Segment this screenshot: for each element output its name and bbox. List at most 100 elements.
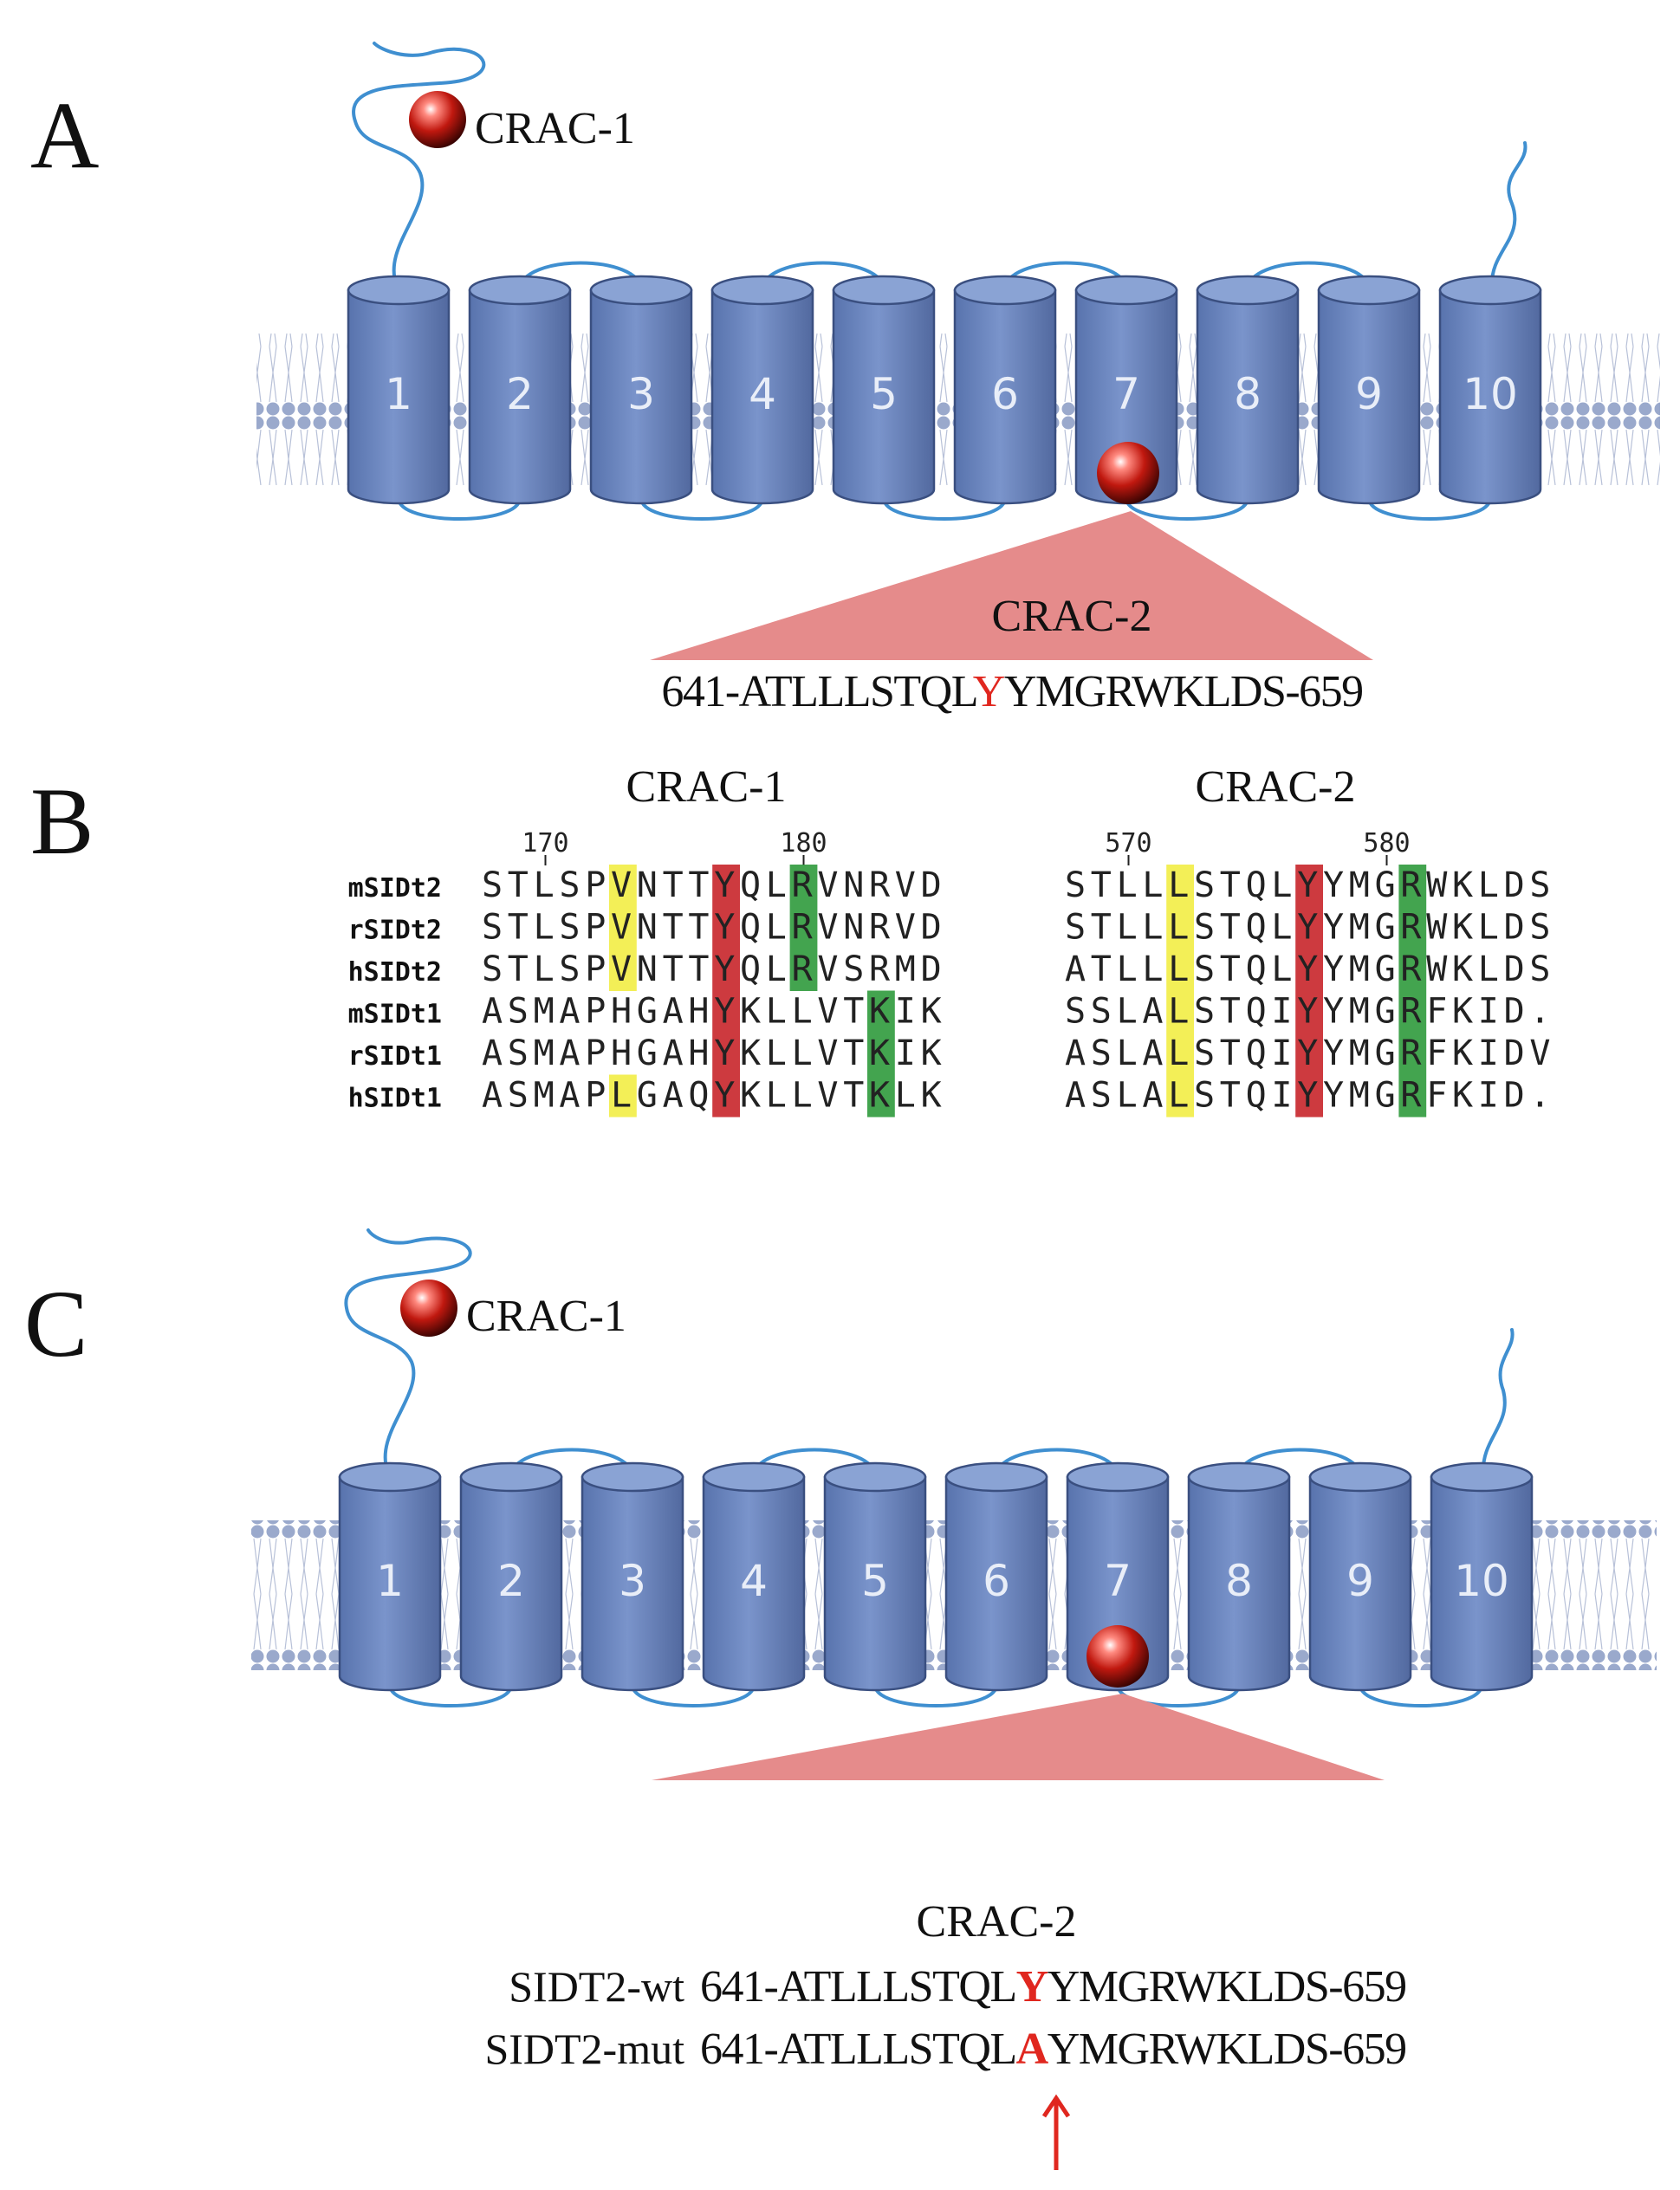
crac2-yellow-col	[1166, 865, 1194, 1118]
panel-a-helix-5: 5	[832, 275, 936, 505]
crac1-yellow-col-h1	[609, 1074, 637, 1118]
panel-a-loop-9	[1367, 496, 1492, 521]
panel-a-loop-7	[1125, 496, 1249, 521]
panel-a-helix-label-3: 3	[627, 369, 655, 419]
crac1-ball-a	[409, 91, 466, 148]
crac2-wedge-a	[650, 511, 1373, 660]
panel-a-helix-2: 2	[468, 275, 572, 505]
panel-a-helix-label-8: 8	[1234, 369, 1262, 419]
species-label: rSIDt2	[348, 916, 442, 946]
species-label: hSIDt2	[348, 957, 442, 988]
wt-label: SIDT2-wt	[509, 1962, 684, 2011]
crac2-tick-580: 580	[1363, 828, 1410, 859]
panel-a-helix-9: 9	[1317, 275, 1421, 505]
crac2-red-col	[1295, 865, 1323, 1118]
crac1-yellow-col	[609, 865, 637, 991]
panel-c-n-terminus	[344, 1228, 472, 1474]
panel-a-helix-label-7: 7	[1112, 369, 1140, 419]
crac1-label-c: CRAC-1	[466, 1292, 626, 1341]
panel-c-loop-5	[873, 1683, 998, 1707]
panel-a-helix-4: 4	[710, 275, 814, 505]
panel-c-helix-2: 2	[459, 1461, 563, 1692]
crac1-tick-180: 180	[780, 828, 827, 859]
species-label: rSIDt1	[348, 1041, 442, 1072]
crac2-label-a: CRAC-2	[992, 592, 1152, 641]
panel-c-helix-label-4: 4	[740, 1556, 768, 1606]
panel-c-helix-label-9: 9	[1346, 1556, 1374, 1606]
crac1-label-a: CRAC-1	[475, 104, 635, 153]
panel-a-helix-label-4: 4	[749, 369, 776, 419]
panel-a-n-terminus	[352, 42, 486, 288]
panel-a-helix-label-6: 6	[991, 369, 1019, 419]
panel-c-helix-label-2: 2	[497, 1556, 525, 1606]
species-label: mSIDt2	[348, 873, 442, 904]
panel-c-helix-7: 7	[1066, 1461, 1170, 1692]
panel-a-helix-label-10: 10	[1463, 369, 1518, 419]
panel-c-helix-label-8: 8	[1225, 1556, 1253, 1606]
panel-a-loop-3	[639, 496, 764, 521]
crac1-red-col	[712, 865, 740, 1118]
mut-sequence: 641-ATLLLSTQLAYMGRWKLDS-659	[700, 2025, 1406, 2074]
panel-c-helix-4: 4	[702, 1461, 806, 1692]
crac1-ball-c	[400, 1280, 457, 1337]
panel-c-helix-5: 5	[823, 1461, 927, 1692]
panel-c-helix-label-5: 5	[861, 1556, 889, 1606]
crac1-green-col	[789, 865, 818, 991]
panel-a-helix-3: 3	[589, 275, 693, 505]
panel-a-helix-label-9: 9	[1355, 369, 1383, 419]
panel-a-loop-5	[882, 496, 1007, 521]
panel-a: A 1 2 3 4 5 6 7 8 9 10 CRAC-1 CRAC-2 641-ATLLLSTQ…	[30, 42, 1660, 716]
crac2-ball-a	[1097, 442, 1159, 504]
crac2-wedge-c	[652, 1694, 1385, 1780]
crac2-green-col	[1398, 865, 1427, 1118]
panel-c-helix-label-7: 7	[1104, 1556, 1132, 1606]
mutation-arrow	[1041, 2094, 1071, 2170]
panel-c-loop-1	[388, 1683, 513, 1707]
panel-c-helix-label-3: 3	[619, 1556, 646, 1606]
panel-letter-a: A	[30, 82, 99, 188]
species-label: mSIDt1	[348, 1000, 442, 1030]
crac1-tick-170: 170	[522, 828, 568, 859]
panel-c-helix-3: 3	[581, 1461, 684, 1692]
panel-a-helix-1: 1	[347, 275, 451, 505]
crac2-ball-c	[1086, 1625, 1149, 1688]
panel-a-helix-6: 6	[953, 275, 1057, 505]
panel-a-helix-label-1: 1	[385, 369, 412, 419]
panel-c-helix-9: 9	[1308, 1461, 1412, 1692]
crac2-alignment-title: CRAC-2	[1196, 762, 1356, 812]
crac2-tick-570: 570	[1105, 828, 1151, 859]
panel-a-loop-1	[397, 496, 522, 521]
panel-c-helix-label-10: 10	[1454, 1556, 1509, 1606]
crac1-green-col-t1	[867, 990, 895, 1118]
species-label: hSIDt1	[348, 1084, 442, 1114]
panel-a-helix-8: 8	[1196, 275, 1300, 505]
sequence-a: 641-ATLLLSTQLYYMGRWKLDS-659	[661, 667, 1362, 716]
panel-a-c-terminus	[1489, 141, 1528, 288]
panel-a-helix-10: 10	[1438, 275, 1542, 505]
panel-c-helix-label-1: 1	[376, 1556, 404, 1606]
crac2-label-c: CRAC-2	[917, 1897, 1077, 1947]
panel-c-c-terminus	[1481, 1328, 1515, 1474]
helices-a: 1 2 3 4 5 6 7 8 9 10	[347, 275, 1542, 505]
panel-c-helix-label-6: 6	[983, 1556, 1010, 1606]
panel-c-helix-1: 1	[338, 1461, 442, 1692]
panel-c-loop-9	[1359, 1683, 1483, 1707]
wt-sequence: 641-ATLLLSTQLYYMGRWKLDS-659	[700, 1962, 1406, 2012]
crac1-alignment-title: CRAC-1	[626, 762, 787, 812]
mut-label: SIDT2-mut	[484, 2025, 684, 2073]
panel-c-helix-8: 8	[1187, 1461, 1291, 1692]
